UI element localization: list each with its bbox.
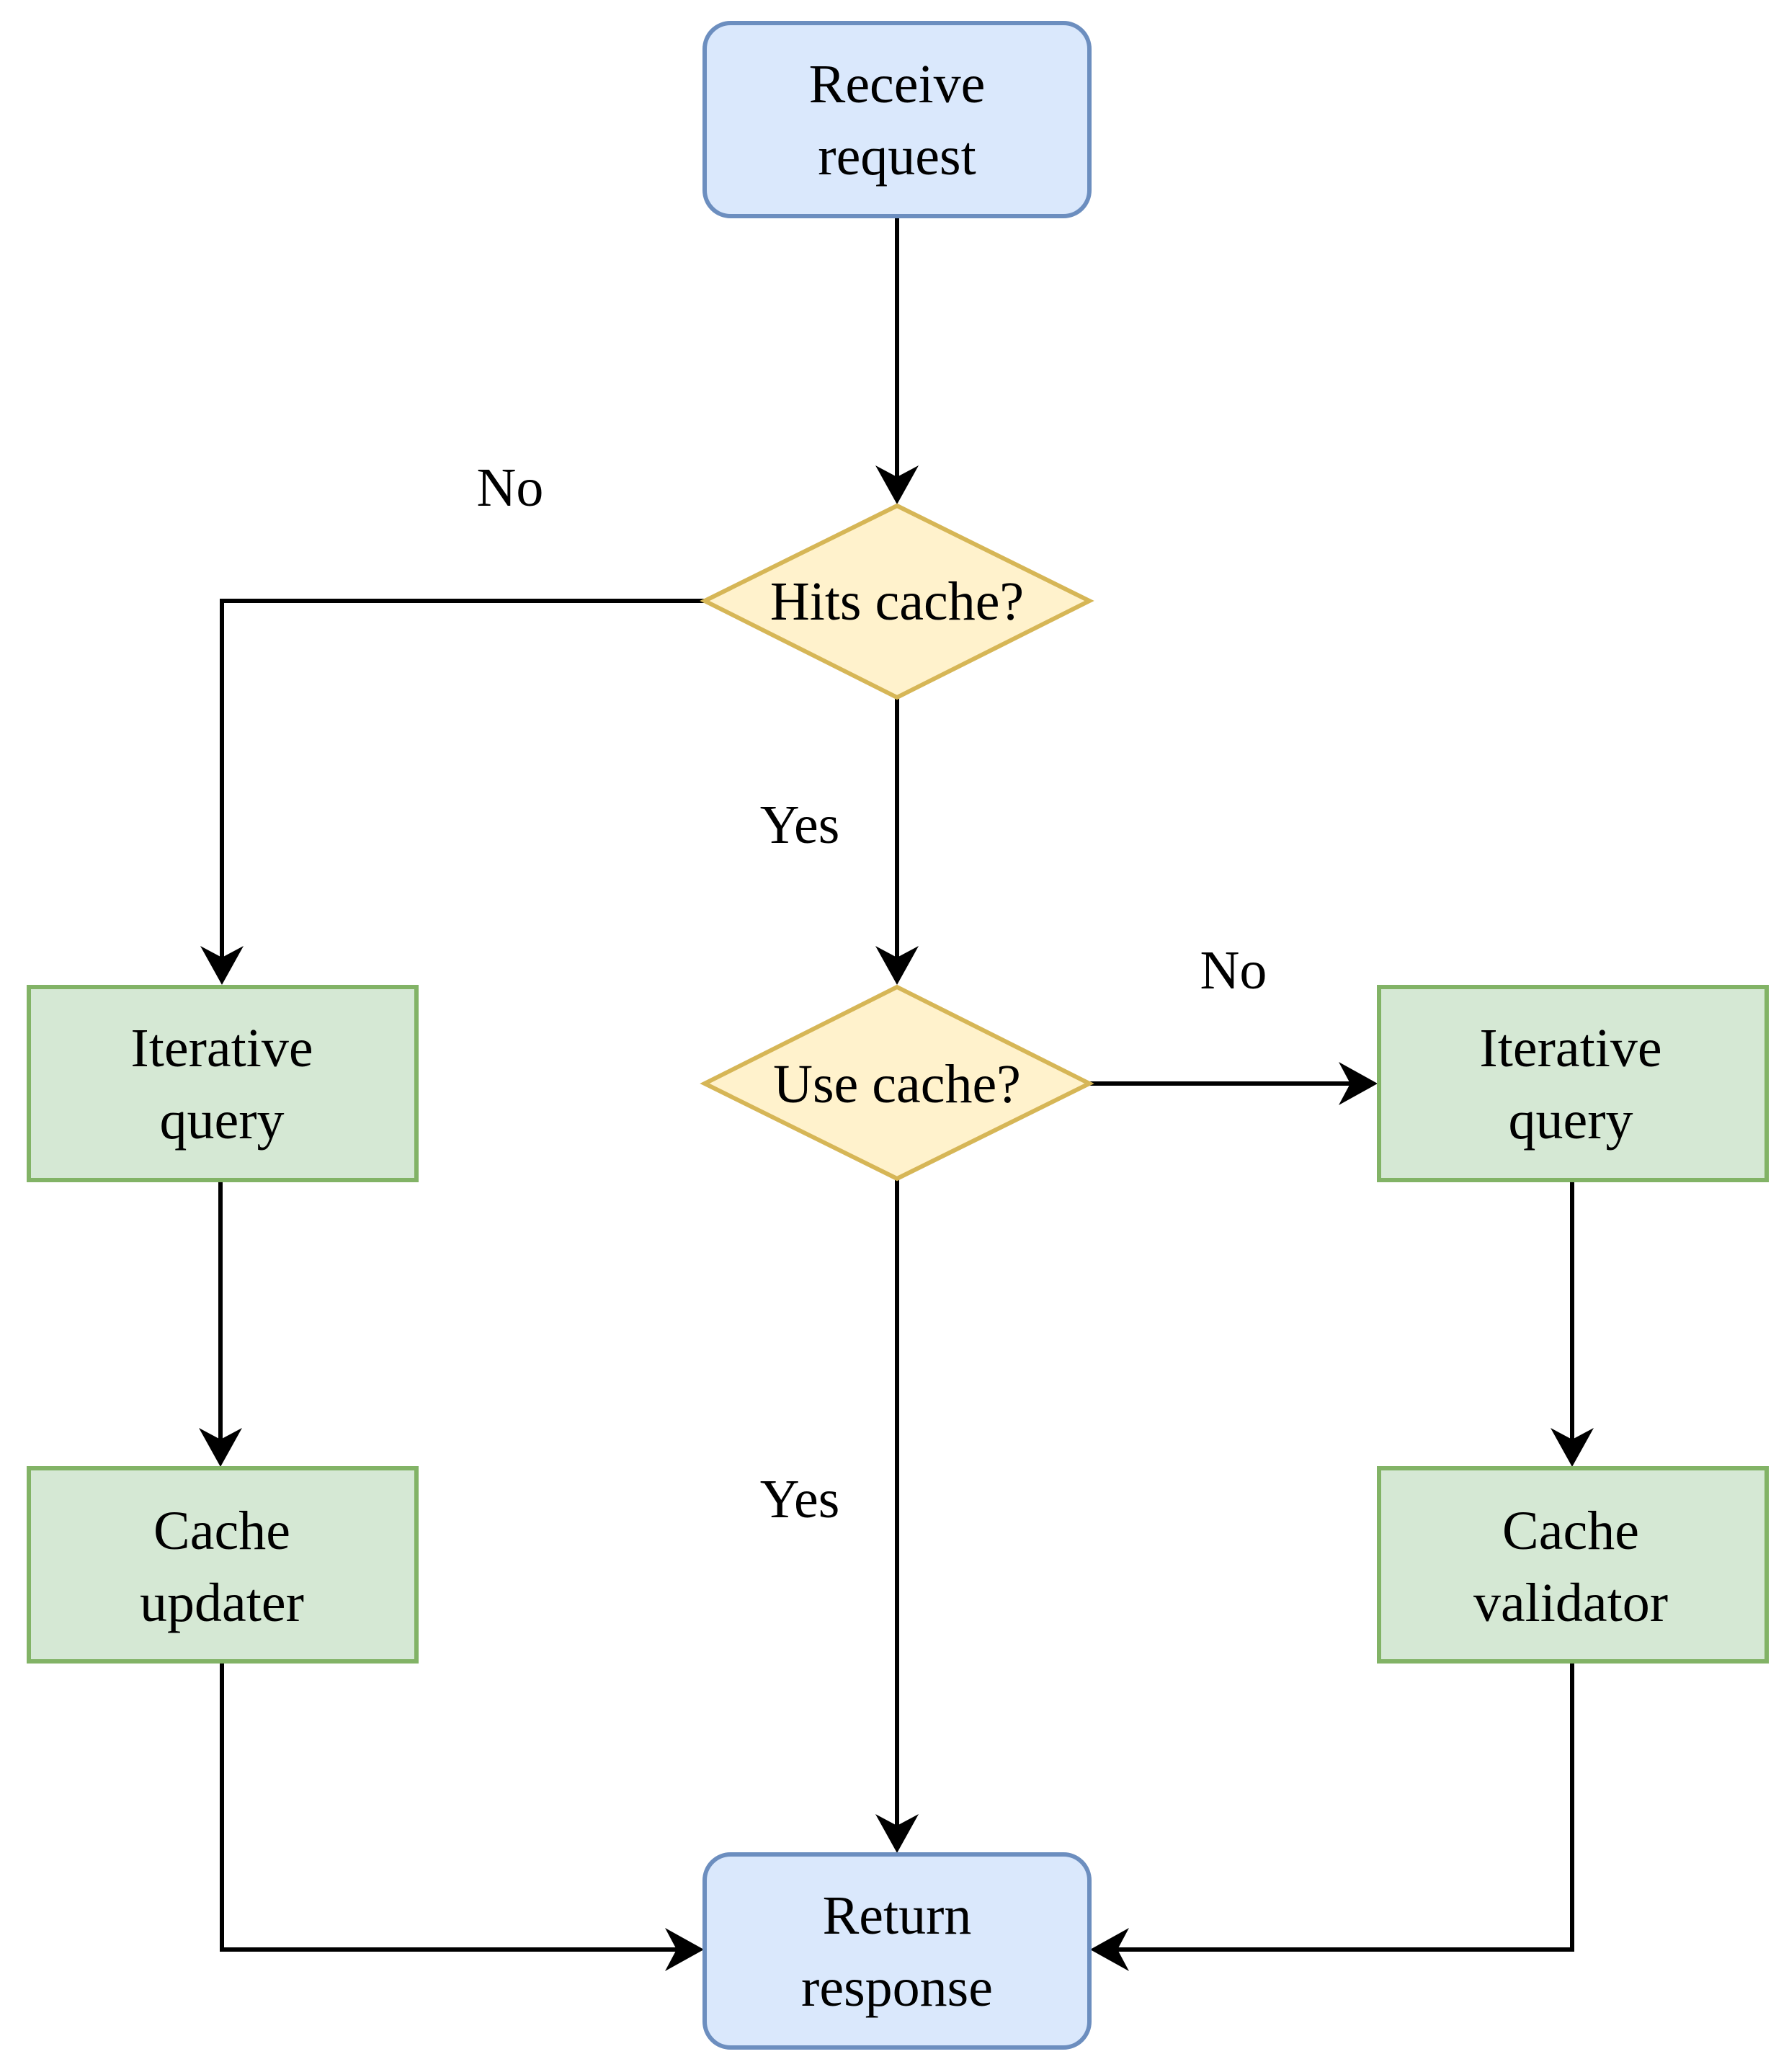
edge-validator-to-return	[1099, 1661, 1574, 1952]
node-use-cache: Use cache?	[700, 984, 1094, 1182]
node-label-line2: updater	[140, 1573, 304, 1633]
node-label: Hits cache?	[770, 571, 1024, 632]
process-shape	[1377, 985, 1769, 1182]
node-label-line1: Return	[823, 1885, 972, 1946]
node-label-line1: Iterative	[1479, 1018, 1661, 1079]
node-label-line2: request	[818, 126, 976, 187]
node-label-line1: Cache	[153, 1501, 290, 1561]
arrowhead-icon	[665, 1928, 704, 1971]
edge-label-use-cache-yes: Yes	[760, 1469, 840, 1530]
node-iterative-query-left: Iterative query	[27, 985, 419, 1182]
node-label: Use cache?	[773, 1054, 1021, 1115]
arrowhead-icon	[1090, 1928, 1129, 1971]
node-receive-request: Receive request	[702, 21, 1092, 218]
edge-label-hits-cache-yes: Yes	[760, 795, 840, 855]
node-label-line2: query	[159, 1090, 284, 1151]
arrowhead-icon	[200, 946, 244, 985]
process-shape	[27, 1466, 419, 1664]
node-label-line2: query	[1508, 1090, 1633, 1151]
terminal-shape	[702, 1852, 1092, 2050]
process-shape	[27, 985, 419, 1182]
terminal-shape	[702, 21, 1092, 218]
node-return-response: Return response	[702, 1852, 1092, 2050]
node-cache-updater: Cache updater	[27, 1466, 419, 1664]
node-label-line1: Iterative	[130, 1018, 313, 1079]
node-label-line2: validator	[1473, 1573, 1668, 1633]
edge-label-hits-cache-no: No	[477, 457, 544, 518]
node-hits-cache: Hits cache?	[700, 503, 1094, 700]
edge-label-use-cache-no: No	[1200, 940, 1267, 1001]
node-cache-validator: Cache validator	[1377, 1466, 1769, 1664]
edge-updater-to-return	[220, 1661, 695, 1952]
arrowhead-icon	[875, 1814, 919, 1853]
edge-labels: No Yes No Yes	[477, 457, 1267, 1530]
arrowhead-icon	[875, 946, 919, 985]
arrowhead-icon	[199, 1428, 242, 1467]
node-label-line1: Cache	[1502, 1501, 1639, 1561]
arrowhead-icon	[1551, 1428, 1594, 1467]
node-iterative-query-right: Iterative query	[1377, 985, 1769, 1182]
arrowhead-icon	[1339, 1062, 1378, 1105]
node-label-line2: response	[801, 1957, 993, 2018]
decision-shape	[700, 984, 1094, 1182]
edges	[199, 216, 1594, 1971]
decision-shape	[700, 503, 1094, 700]
edge-hits-cache-no	[220, 599, 705, 976]
node-label-line1: Receive	[809, 54, 986, 115]
process-shape	[1377, 1466, 1769, 1664]
arrowhead-icon	[875, 465, 919, 504]
